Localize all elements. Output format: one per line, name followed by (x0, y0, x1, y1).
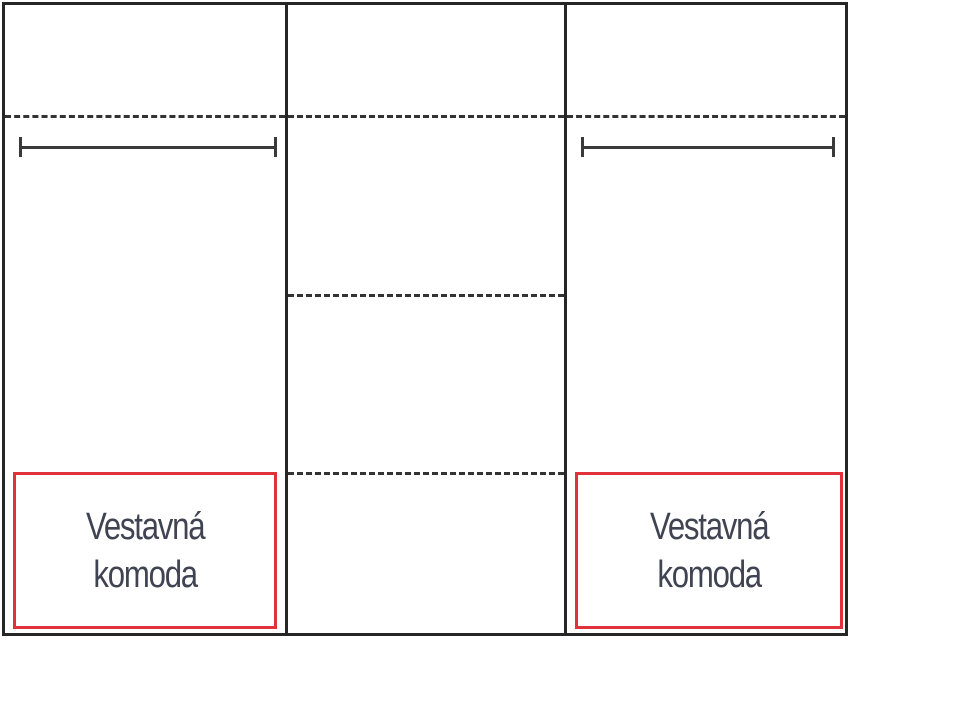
middle-shelf-2 (288, 294, 564, 297)
left-section: Vestavná komoda (5, 5, 285, 633)
left-top-shelf (5, 115, 285, 118)
left-built-in-dresser: Vestavná komoda (13, 472, 277, 629)
wardrobe-diagram: Vestavná komoda Vestavná komoda (2, 2, 848, 636)
left-dresser-label: Vestavná komoda (85, 503, 206, 599)
left-hanging-rod (19, 137, 277, 157)
right-hanging-rod (581, 137, 835, 157)
right-top-shelf (567, 115, 845, 118)
left-dresser-label-line1: Vestavná (85, 505, 206, 548)
right-dresser-label-line2: komoda (657, 553, 762, 596)
right-section: Vestavná komoda (567, 5, 845, 633)
middle-shelf-1 (288, 115, 564, 118)
right-built-in-dresser: Vestavná komoda (575, 472, 843, 629)
middle-shelf-3 (288, 472, 564, 475)
middle-section (285, 5, 567, 633)
right-dresser-label: Vestavná komoda (649, 503, 770, 599)
left-dresser-label-line2: komoda (93, 553, 198, 596)
right-dresser-label-line1: Vestavná (649, 505, 770, 548)
